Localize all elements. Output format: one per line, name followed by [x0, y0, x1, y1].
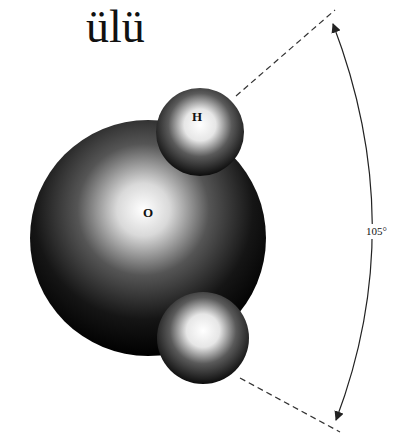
angle-label: 105°: [365, 224, 388, 239]
hydrogen-sphere: [156, 88, 244, 176]
text-panel: [0, 0, 152, 98]
axis-line: [236, 10, 335, 96]
atom-label: H: [192, 110, 202, 123]
heading-fragment: ülü: [86, 4, 145, 50]
atom-label: O: [143, 206, 153, 219]
hydrogen-sphere: [157, 292, 249, 384]
angle-arc: [333, 24, 372, 420]
axis-line: [240, 378, 340, 432]
